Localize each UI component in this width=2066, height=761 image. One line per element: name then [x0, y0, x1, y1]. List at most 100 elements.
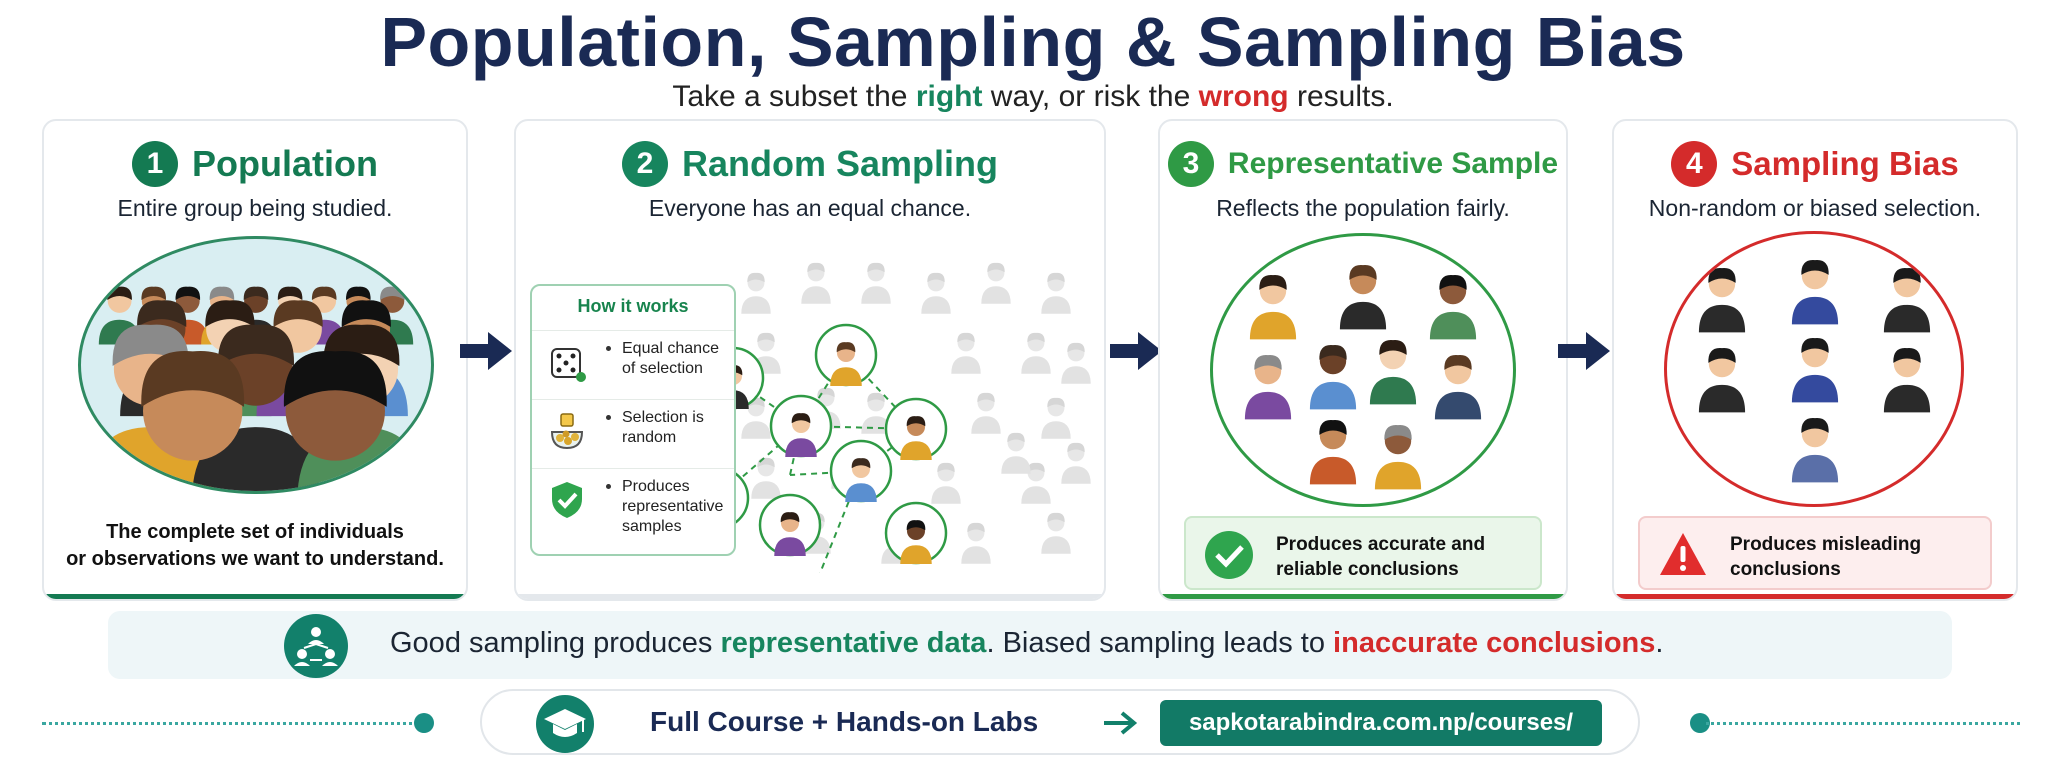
checkmark-icon	[1205, 531, 1253, 579]
card-title: Representative Sample	[1227, 147, 1559, 180]
dice-icon	[551, 348, 586, 382]
faded-person-icon	[1021, 462, 1051, 504]
representative-sample-header: 3 Representative Sample	[1160, 139, 1566, 189]
arrow-right-icon	[1558, 332, 1610, 370]
faded-person-icon	[741, 272, 771, 314]
summary-banner: Good sampling produces representative da…	[108, 611, 1952, 679]
arrow-right-icon	[460, 332, 512, 370]
network-people-icon	[284, 614, 348, 678]
faded-person-icon	[1041, 272, 1071, 314]
step-number-badge: 3	[1167, 141, 1214, 187]
card-description: Entire group being studied.	[117, 195, 393, 221]
diverse-sample-illustration	[1210, 233, 1516, 507]
similar-people-icon	[1698, 260, 1931, 483]
step-number-badge: 4	[1671, 141, 1718, 187]
sample-person-icon	[1339, 265, 1387, 330]
subtitle-wrong: wrong	[1198, 80, 1289, 113]
sample-person-icon	[1249, 275, 1297, 340]
crowd-icon	[86, 286, 426, 491]
faded-person-icon	[1041, 397, 1071, 439]
faded-person-icon	[861, 392, 891, 434]
subtitle-text-3: results.	[1288, 80, 1394, 113]
population-caption: The complete set of individuals or obser…	[44, 519, 466, 573]
sampling-bias-card: 4 Sampling Bias Non-random or biased sel…	[1612, 119, 2018, 601]
faded-person-icon	[1061, 442, 1091, 484]
biased-person-icon	[1791, 260, 1839, 325]
decorative-dotted-line-right	[1706, 722, 2020, 725]
faded-person-icon	[861, 262, 891, 304]
card-description: Reflects the population fairly.	[1216, 195, 1510, 221]
crowd-person-icon	[283, 351, 387, 491]
how-item-text: Equal chance of selection	[622, 340, 719, 377]
how-item-text: Produces representative samples	[622, 478, 724, 535]
random-sampling-card: 2 Random Sampling Everyone has an equal …	[514, 119, 1106, 601]
selected-person-icon	[900, 520, 932, 564]
how-item-representative: Produces representative samples	[532, 468, 734, 555]
biased-person-icon	[1883, 268, 1931, 333]
card-description: Everyone has an equal chance.	[648, 195, 972, 221]
banner-text-3: .	[1655, 627, 1664, 659]
card-accent-line	[1614, 594, 2016, 599]
crowd-person-icon	[141, 351, 245, 491]
card-title: Random Sampling	[681, 143, 999, 184]
faded-person-icon	[921, 272, 951, 314]
random-sampling-header: 2 Random Sampling	[516, 139, 1104, 189]
biased-person-icon	[1791, 338, 1839, 403]
course-promo: Full Course + Hands-on Labs sapkotarabin…	[480, 689, 1640, 755]
faded-person-icon	[801, 262, 831, 304]
population-card-header: 1 Population	[44, 139, 466, 189]
biased-person-icon	[1791, 418, 1839, 483]
faded-person-icon	[1021, 332, 1051, 374]
selected-person-icon	[830, 342, 862, 386]
course-label: Full Course + Hands-on Labs	[650, 706, 1039, 737]
representative-sample-card: 3 Representative Sample Reflects the pop…	[1158, 119, 1568, 601]
population-crowd-illustration	[78, 236, 434, 494]
shield-check-icon	[552, 482, 582, 518]
faded-person-icon	[741, 397, 771, 439]
arrow-right-icon	[1110, 332, 1162, 370]
selected-person-icon	[900, 416, 932, 460]
sample-person-icon	[1309, 345, 1357, 410]
accurate-conclusions-box: Produces accurate and reliable conclusio…	[1184, 516, 1542, 590]
selected-person-icon	[845, 458, 877, 502]
sample-person-icon	[1429, 275, 1477, 340]
selected-person-icon	[774, 512, 806, 556]
card-title: Sampling Bias	[1731, 145, 1959, 182]
card-accent-line	[1160, 594, 1566, 599]
decorative-dot-right	[1690, 713, 1710, 733]
faded-person-icon	[961, 522, 991, 564]
caption-line-2: or observations we want to understand.	[66, 548, 444, 570]
bullet	[606, 346, 611, 351]
sample-person-icon	[1309, 420, 1357, 485]
how-item-equal-chance: Equal chance of selection	[532, 330, 734, 399]
bullet	[606, 484, 611, 489]
sample-person-icon	[1369, 340, 1417, 405]
misleading-conclusions-box: Produces misleading conclusions	[1638, 516, 1992, 590]
decorative-dot-left	[414, 713, 434, 733]
page-subtitle: Take a subset the right way, or risk the…	[0, 80, 2066, 114]
card-description: Non-random or biased selection.	[1648, 195, 1982, 221]
warning-icon	[1660, 533, 1706, 575]
faded-person-icon	[931, 462, 961, 504]
biased-sample-illustration	[1664, 231, 1964, 507]
how-it-works-title: How it works	[577, 296, 689, 316]
faded-person-icon	[981, 262, 1011, 304]
crowd-person-icon	[98, 286, 141, 345]
faded-person-icon	[1001, 432, 1031, 474]
faded-person-icon	[951, 332, 981, 374]
course-link-button[interactable]: sapkotarabindra.com.np/courses/	[1160, 700, 1602, 746]
card-accent-line	[516, 594, 1104, 599]
banner-text-1: Good sampling produces	[390, 627, 721, 659]
sampling-bias-header: 4 Sampling Bias	[1614, 139, 2016, 189]
card-title: Population	[192, 143, 378, 184]
diverse-people-icon	[1244, 265, 1482, 490]
caption-line-1: The complete set of individuals	[106, 521, 404, 543]
result-text: Produces accurate and reliable conclusio…	[1276, 534, 1486, 580]
faded-person-icon	[1041, 512, 1071, 554]
biased-person-icon	[1698, 348, 1746, 413]
sample-person-icon	[1244, 355, 1292, 420]
biased-person-icon	[1883, 348, 1931, 413]
lottery-jar-icon	[550, 413, 584, 450]
step-number-badge: 1	[132, 141, 178, 187]
population-card: 1 Population Entire group being studied.…	[42, 119, 468, 601]
